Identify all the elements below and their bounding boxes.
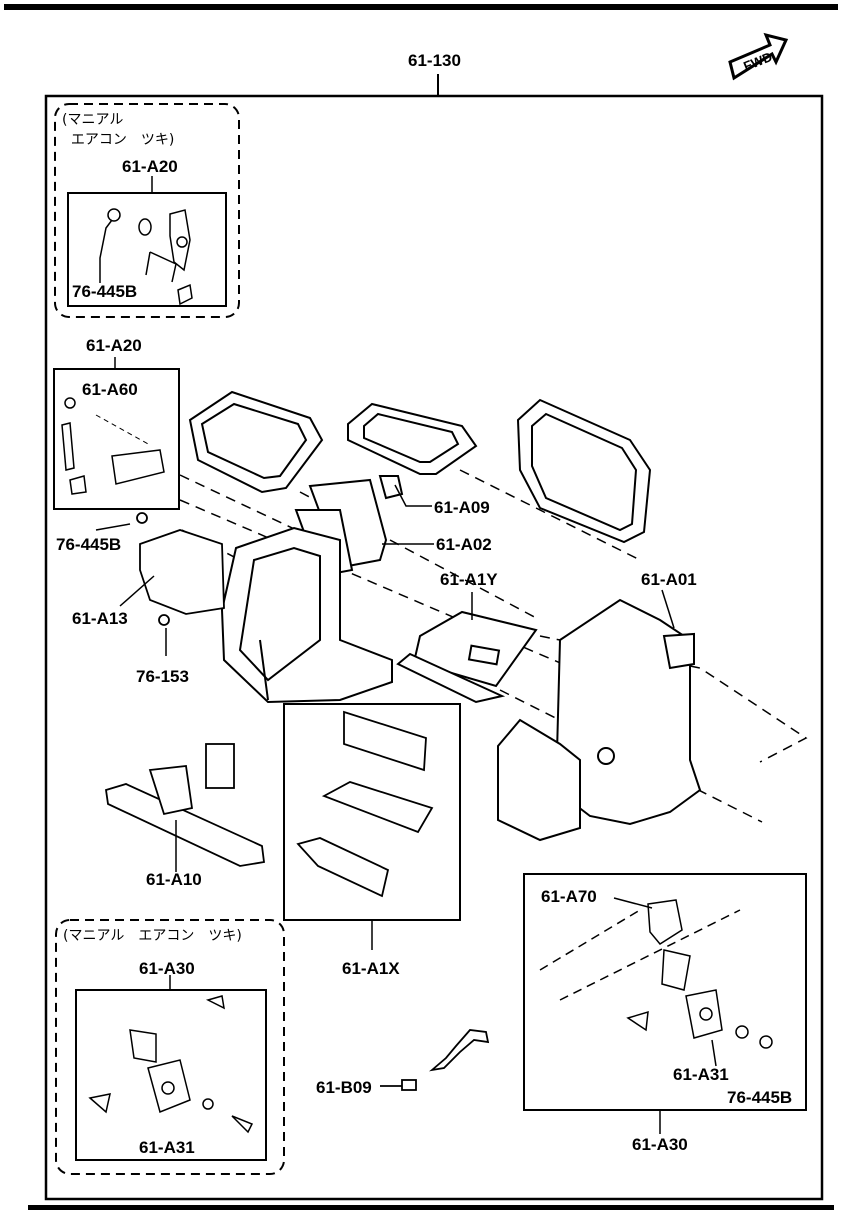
a13-bracket bbox=[136, 512, 225, 626]
bottom-rule bbox=[28, 1205, 834, 1210]
label-bolt-right: 76-445B bbox=[727, 1088, 793, 1107]
label-a30-left: 61-A30 bbox=[139, 959, 195, 978]
a10-part bbox=[104, 743, 266, 872]
label-a10: 61-A10 bbox=[146, 870, 202, 889]
manual-group-top bbox=[54, 103, 240, 318]
label-a20-mid: 61-A20 bbox=[86, 336, 142, 355]
main-case-left bbox=[220, 526, 393, 704]
exploded-lines bbox=[179, 469, 808, 823]
label-a09: 61-A09 bbox=[434, 498, 490, 517]
manual-group-bottom bbox=[55, 919, 285, 1175]
label-bolt-left: 76-445B bbox=[56, 535, 122, 554]
label-a70: 61-A70 bbox=[541, 887, 597, 906]
gaskets bbox=[188, 390, 652, 544]
label-a60: 61-A60 bbox=[82, 380, 138, 399]
label-a20-top: 61-A20 bbox=[122, 157, 178, 176]
a1y-evaporator bbox=[396, 610, 538, 704]
linkage-part-top bbox=[107, 208, 193, 306]
fwd-arrow-icon: FWD bbox=[728, 32, 789, 81]
label-a01: 61-A01 bbox=[641, 570, 697, 589]
manual-note-bottom: (マニアル エアコン ツキ) bbox=[63, 928, 242, 944]
label-a30-right: 61-A30 bbox=[632, 1135, 688, 1154]
a20-box-mid bbox=[53, 357, 180, 510]
a01-case bbox=[497, 598, 702, 842]
fwd-arrow-label: FWD bbox=[741, 49, 774, 74]
leader-lines bbox=[95, 484, 717, 1067]
label-a31-left: 61-A31 bbox=[139, 1138, 195, 1157]
label-a31-right: 61-A31 bbox=[673, 1065, 729, 1084]
label-a1y: 61-A1Y bbox=[440, 570, 498, 589]
label-b09: 61-B09 bbox=[316, 1078, 372, 1097]
label-assembly: 61-130 bbox=[408, 51, 461, 70]
top-rule bbox=[4, 4, 838, 10]
label-a02: 61-A02 bbox=[436, 535, 492, 554]
label-a13: 61-A13 bbox=[72, 609, 128, 628]
a30-box-right bbox=[523, 873, 807, 1134]
label-screw-153: 76-153 bbox=[136, 667, 189, 686]
assembly-frame bbox=[44, 74, 824, 1201]
manual-note-top: (マニアル エアコン ツキ) bbox=[62, 112, 175, 148]
b09-sensor bbox=[380, 1029, 490, 1091]
label-a1x: 61-A1X bbox=[342, 959, 400, 978]
a1x-box bbox=[283, 703, 461, 950]
label-bolt-top: 76-445B bbox=[72, 282, 138, 301]
